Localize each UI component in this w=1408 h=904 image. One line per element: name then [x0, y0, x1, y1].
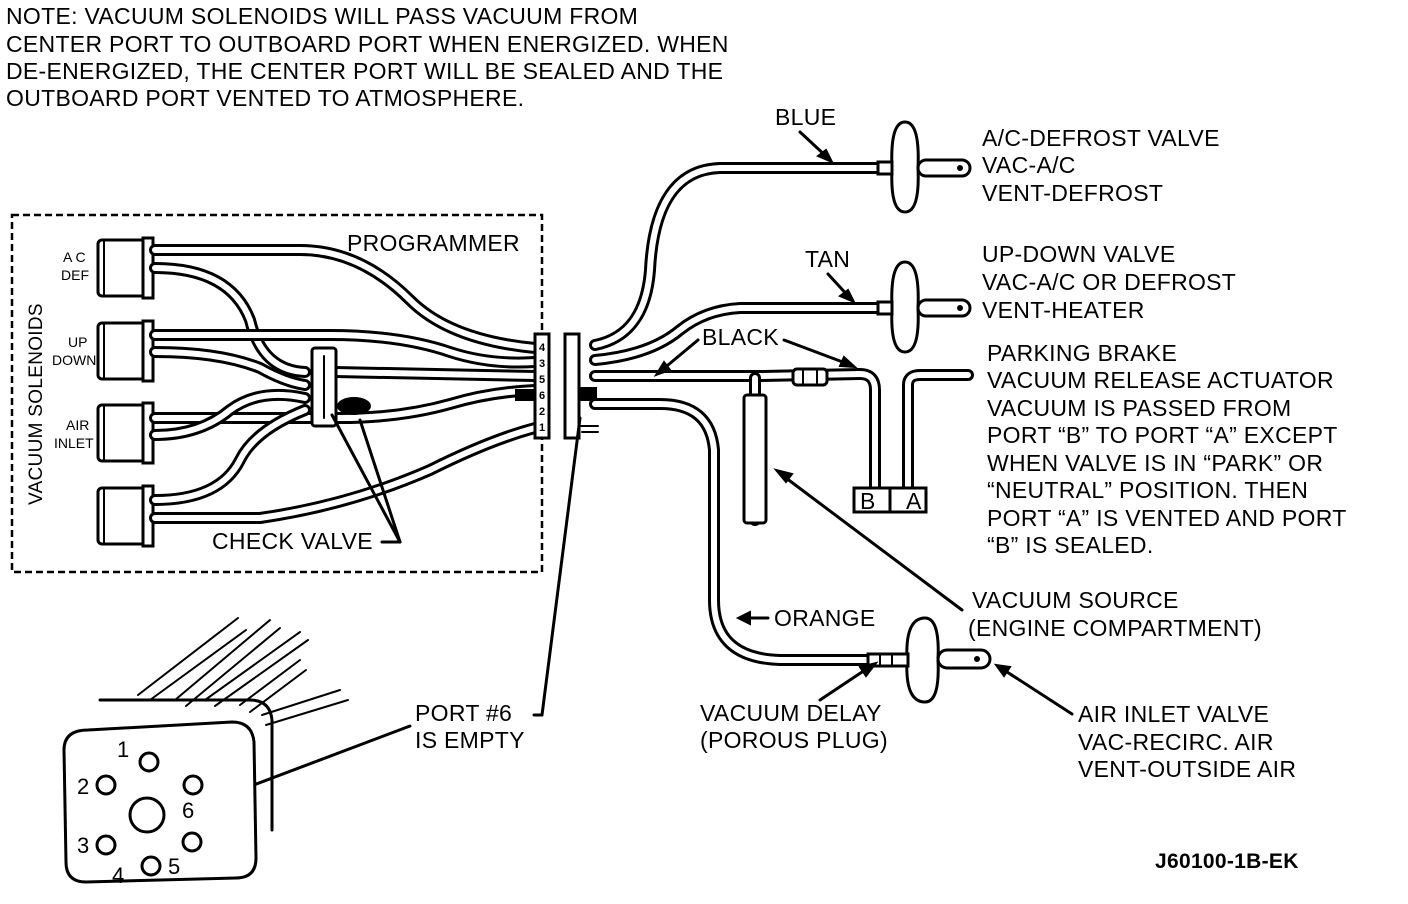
connector-port-number: 6	[182, 798, 194, 823]
figure-id: J60100-1B-EK	[1155, 850, 1299, 873]
note-line: DE-ENERGIZED, THE CENTER PORT WILL BE SE…	[6, 58, 723, 84]
black-hose-label: BLACK	[702, 324, 779, 350]
port6-label: PORT #6	[415, 700, 512, 726]
solenoid-label: INLET	[54, 435, 94, 451]
programmer-connector: 4 3 5 6 2 1	[515, 332, 599, 440]
parking-brake-line: “NEUTRAL” POSITION. THEN	[987, 477, 1308, 503]
parking-brake-line: WHEN VALVE IS IN “PARK” OR	[987, 450, 1323, 476]
vacuum-solenoids-label: VACUUM SOLENOIDS	[26, 303, 47, 505]
port6-callout: PORT #6 IS EMPTY	[203, 416, 582, 805]
valve-label: VENT-OUTSIDE AIR	[1078, 756, 1296, 782]
tan-hose-label: TAN	[805, 246, 850, 272]
pin-label: 4	[539, 342, 546, 354]
air-inlet-valve-callout: AIR INLET VALVE VAC-RECIRC. AIR VENT-OUT…	[993, 663, 1296, 782]
pin-label: 1	[539, 422, 545, 434]
pin-label: 2	[539, 406, 545, 418]
check-valve	[310, 346, 371, 428]
valve-label: UP-DOWN VALVE	[982, 241, 1175, 267]
solenoid-label: DOWN	[52, 352, 96, 368]
external-hoses	[589, 162, 974, 666]
connector-port-number: 1	[117, 737, 129, 762]
solenoid-fourth	[96, 484, 155, 548]
valve-label: VENT-HEATER	[982, 297, 1145, 323]
solenoid-label: DEF	[61, 267, 89, 283]
note-line: CENTER PORT TO OUTBOARD PORT WHEN ENERGI…	[6, 31, 729, 57]
pin-label: 6	[539, 390, 545, 402]
vacuum-source-callout: VACUUM SOURCE (ENGINE COMPARTMENT)	[773, 468, 1262, 641]
solenoid-label: UP	[68, 334, 87, 350]
connector-port-number: 2	[77, 774, 89, 799]
parking-brake-actuator: B A	[852, 486, 928, 514]
port-b-label: B	[860, 488, 876, 514]
parking-brake-line: “B” IS SEALED.	[987, 532, 1154, 558]
solenoid-air-inlet	[96, 401, 155, 465]
valve-label: A/C-DEFROST VALVE	[982, 125, 1220, 151]
note-line: OUTBOARD PORT VENTED TO ATMOSPHERE.	[6, 85, 524, 111]
vacuum-source-canister	[742, 393, 768, 525]
hose-labels: BLUE TAN BLACK ORANGE	[653, 104, 875, 631]
connector-end-view: 1 2 3 4 5 6	[62, 617, 349, 888]
port-a-label: A	[906, 488, 922, 514]
up-down-valve-text: UP-DOWN VALVE VAC-A/C OR DEFROST VENT-HE…	[982, 241, 1236, 323]
valve-label: AIR INLET VALVE	[1078, 701, 1269, 727]
check-valve-label: CHECK VALVE	[212, 528, 373, 554]
check-valve-callout: CHECK VALVE	[212, 413, 402, 554]
parking-brake-line: VACUUM IS PASSED FROM	[987, 395, 1291, 421]
ac-defrost-valve	[876, 120, 972, 214]
programmer-title: PROGRAMMER	[347, 230, 520, 256]
connector-port-number: 3	[77, 833, 89, 858]
parking-brake-line: VACUUM RELEASE ACTUATOR	[987, 367, 1334, 393]
parking-brake-line: PORT “B” TO PORT “A” EXCEPT	[987, 422, 1338, 448]
programmer-box: PROGRAMMER VACUUM SOLENOIDS A C DEF UP D…	[10, 213, 599, 574]
blue-hose-label: BLUE	[775, 104, 836, 130]
valve-label: VENT-DEFROST	[982, 180, 1163, 206]
valve-label: VAC-RECIRC. AIR	[1078, 729, 1274, 755]
pin-label: 5	[539, 374, 545, 386]
solenoid-ac-def	[96, 236, 155, 300]
note-line: NOTE: VACUUM SOLENOIDS WILL PASS VACUUM …	[6, 3, 638, 29]
vacuum-source-label: (ENGINE COMPARTMENT)	[968, 615, 1262, 641]
connector-port-number: 4	[112, 863, 124, 888]
internal-tubes	[149, 244, 541, 524]
solenoid-label: A C	[63, 249, 86, 265]
vacuum-source-label: VACUUM SOURCE	[972, 587, 1179, 613]
valve-label: VAC-A/C	[982, 152, 1076, 178]
up-down-valve	[876, 260, 972, 354]
pin-label: 3	[539, 358, 545, 370]
note-block: NOTE: VACUUM SOLENOIDS WILL PASS VACUUM …	[6, 3, 729, 111]
valve-label: VAC-A/C OR DEFROST	[982, 269, 1236, 295]
air-inlet-valve	[866, 616, 992, 704]
orange-hose-label: ORANGE	[774, 605, 875, 631]
parking-brake-line: PORT “A” IS VENTED AND PORT	[987, 505, 1347, 531]
parking-brake-line: PARKING BRAKE	[987, 340, 1177, 366]
connector-port-number: 5	[168, 854, 180, 879]
vacuum-delay-label: VACUUM DELAY	[700, 700, 882, 726]
vacuum-delay-label: (POROUS PLUG)	[700, 727, 888, 753]
parking-brake-text: PARKING BRAKE VACUUM RELEASE ACTUATOR VA…	[987, 340, 1347, 558]
solenoid-label: AIR	[66, 417, 89, 433]
vacuum-delay-callout: VACUUM DELAY (POROUS PLUG)	[700, 661, 888, 753]
ac-defrost-valve-text: A/C-DEFROST VALVE VAC-A/C VENT-DEFROST	[982, 125, 1220, 206]
solenoid-up-down	[96, 319, 155, 383]
port6-label: IS EMPTY	[415, 727, 525, 753]
black-hose-fitting	[791, 367, 829, 387]
